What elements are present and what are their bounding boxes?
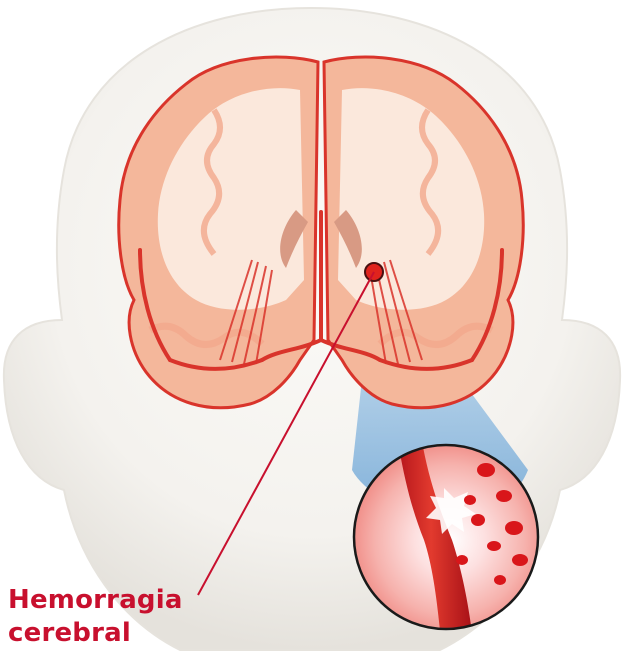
callout-label: Hemorragia cerebral	[8, 584, 208, 650]
callout-label-line1: Hemorragia	[8, 584, 208, 617]
callout-label-line2: cerebral	[8, 617, 208, 650]
